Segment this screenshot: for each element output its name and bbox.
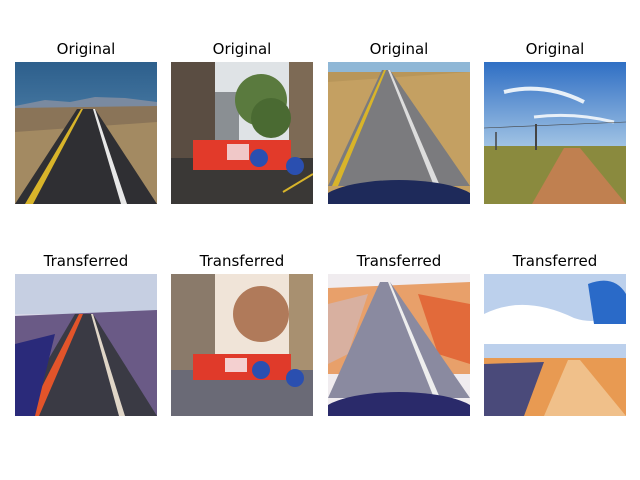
- rural-road-dashcam-stylized: [328, 274, 470, 416]
- panel-title: Transferred: [512, 252, 598, 270]
- desert-highway-stylized: [15, 274, 157, 416]
- street-roadworks-barrier-photo: [171, 62, 313, 204]
- desert-highway-photo: [15, 62, 157, 204]
- panel-title: Transferred: [199, 252, 285, 270]
- rural-road-dashcam-photo: [328, 62, 470, 204]
- street-roadworks-barrier-stylized: [171, 274, 313, 416]
- panel-title: Original: [212, 40, 272, 58]
- dirt-road-power-lines-stylized: [484, 274, 626, 416]
- panel-title: Transferred: [43, 252, 129, 270]
- panel-title: Transferred: [356, 252, 442, 270]
- panel-title: Original: [369, 40, 429, 58]
- panel-title: Original: [56, 40, 116, 58]
- panel-title: Original: [525, 40, 585, 58]
- dirt-road-power-lines-photo: [484, 62, 626, 204]
